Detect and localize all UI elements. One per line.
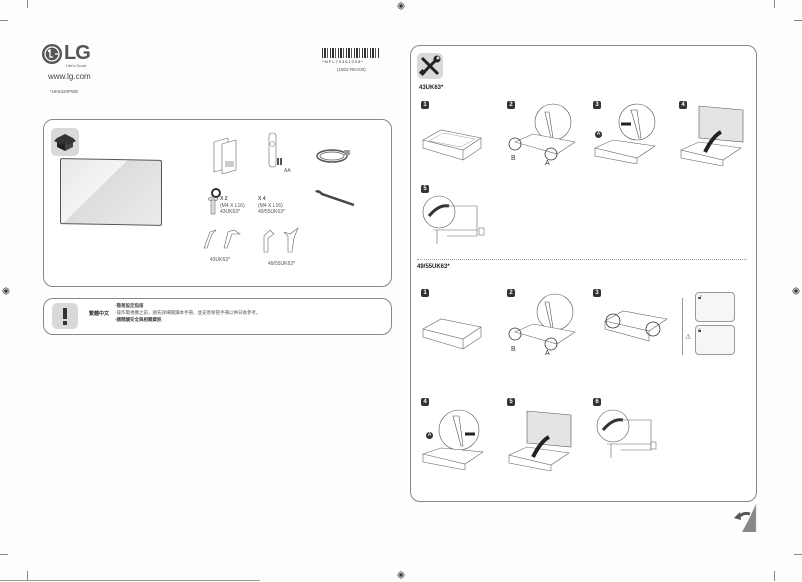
- notice-panel: 繁體中文 ·簡易設定指南 ·操作電視機之前，請先詳細閱讀本手冊，並妥善保管手冊以…: [43, 298, 392, 335]
- tools-icon: [417, 53, 443, 79]
- assembly-panel: 43UK63* 1 2 3 4 B A A 5: [410, 45, 757, 502]
- registration-mark-bottom: [397, 571, 405, 579]
- step-b3-detail-lock: [695, 325, 735, 355]
- step-b4-marker: A: [426, 432, 433, 439]
- cable-holder-illustration: [315, 190, 355, 207]
- crop-mark: [0, 554, 8, 555]
- stand-49-55-model: 49/55UK63*: [268, 261, 295, 267]
- step-badge: 2: [507, 101, 515, 109]
- warning-icon: ⚠: [685, 334, 692, 341]
- screws-43-model: 43UK63*: [220, 209, 241, 215]
- crop-mark: [794, 554, 802, 555]
- registration-mark-left: [2, 287, 10, 295]
- step-badge: 4: [679, 101, 687, 109]
- box-contents-panel: AA X 2 (M4 X L16) 43UK63* X 4 (M4 X L16)…: [43, 119, 392, 287]
- remote-illustration: [268, 132, 282, 168]
- step-b3-divider: [682, 298, 683, 355]
- section-a-model: 43UK63*: [419, 85, 444, 91]
- crop-mark: [774, 0, 775, 8]
- page-turn-icon[interactable]: [730, 502, 760, 536]
- screws-49-55-qty: X 4: [258, 196, 266, 202]
- screws-49-55-spec: (M4 X L16): [258, 203, 283, 209]
- section-divider: [417, 259, 747, 260]
- tv-illustration: [60, 158, 162, 226]
- notice-line-2: ·操作電視機之前，請先詳細閱讀本手冊，並妥善保管手冊以供日後參考。: [115, 310, 261, 315]
- screws-43-qty: X 2: [220, 196, 228, 202]
- step-badge: 1: [421, 101, 429, 109]
- exclamation-icon: [52, 303, 78, 329]
- step-badge: 3: [593, 289, 601, 297]
- stand-43-illustration: [203, 229, 241, 249]
- bottom-rule: [0, 580, 260, 581]
- step-b2-illustration: [508, 293, 576, 351]
- notice-line-1: ·簡易設定指南: [115, 303, 144, 308]
- notice-language: 繁體中文: [89, 311, 110, 317]
- step-b3-illustration: [604, 310, 668, 342]
- step-b6-illustration: [596, 409, 657, 458]
- step-a2-label-a: A: [545, 160, 550, 167]
- brand-name: LG: [64, 42, 91, 64]
- crop-mark: [774, 571, 775, 581]
- step-b2-label-b: B: [511, 346, 516, 353]
- step-badge: 1: [421, 289, 429, 297]
- step-a4-illustration: [680, 105, 744, 166]
- registration-mark-top: [397, 2, 405, 10]
- step-b2-label-a: A: [545, 350, 550, 357]
- battery-label: AA: [284, 168, 291, 174]
- model-code: *UK6320PWE: [50, 89, 79, 94]
- crop-mark: [0, 20, 8, 21]
- step-b1-illustration: [422, 318, 482, 350]
- step-a1-illustration: [422, 129, 482, 161]
- stand-43-model: 43UK63*: [210, 257, 231, 263]
- step-badge: 5: [421, 185, 429, 193]
- section-b-model: 49/55UK63*: [417, 264, 450, 270]
- brand-tagline: Life's Good: [66, 63, 87, 68]
- lg-logo-icon: [42, 44, 62, 64]
- crop-mark: [794, 20, 802, 21]
- website: www.lg.com: [48, 72, 91, 81]
- step-a3-marker: A: [595, 131, 602, 138]
- revision: (1802-REV00): [337, 67, 366, 72]
- step-a2-illustration: [508, 103, 576, 161]
- crop-mark: [27, 571, 28, 581]
- manuals-illustration: [213, 137, 237, 174]
- registration-mark-right: [792, 287, 800, 295]
- step-badge: 5: [507, 398, 515, 406]
- open-box-icon: [51, 128, 79, 156]
- stand-49-55-illustration: [263, 227, 299, 253]
- step-badge: 4: [421, 398, 429, 406]
- step-badge: 2: [507, 289, 515, 297]
- barcode-text: *MFL70361008*: [322, 59, 364, 64]
- step-b4-illustration: [421, 409, 484, 470]
- step-b5-illustration: [508, 410, 572, 471]
- step-badge: 6: [593, 398, 601, 406]
- step-badge: 3: [593, 101, 601, 109]
- screws-49-55-model: 49/55UK63*: [258, 209, 285, 215]
- step-a2-label-b: B: [511, 155, 516, 162]
- washer-icon: [211, 188, 221, 198]
- step-a3-illustration: [594, 103, 656, 164]
- crop-mark: [27, 0, 28, 8]
- screws-43-spec: (M4 X L16): [220, 203, 245, 209]
- lock-icon: 🔒︎: [698, 328, 702, 334]
- power-cord-illustration: [316, 149, 350, 163]
- step-b3-detail-unlock: [695, 292, 735, 322]
- step-a5-illustration: [422, 195, 485, 244]
- notice-line-3: ·請閱讀安全與相關資訊: [115, 317, 162, 322]
- barcode: [322, 48, 380, 58]
- unlock-icon: 🔓︎: [698, 295, 702, 301]
